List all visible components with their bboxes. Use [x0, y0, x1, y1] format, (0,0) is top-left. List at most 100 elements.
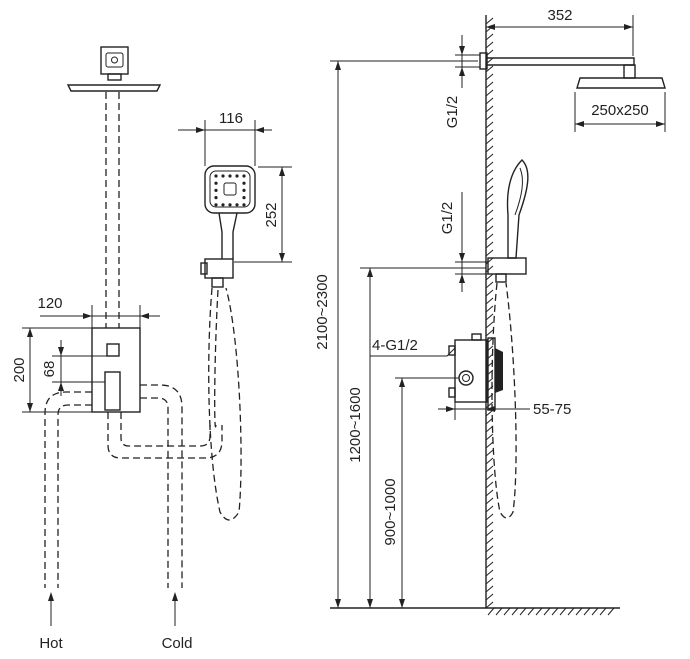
valve-port [448, 387, 456, 398]
ceiling-mount-icon [105, 52, 124, 68]
nozzle-dot [228, 174, 232, 178]
hand-shower-side [506, 159, 529, 259]
nozzle-dot [235, 174, 239, 178]
cold-pipe-outer [140, 384, 183, 588]
front-view: 116 252 120 200 68 Hot Cold [11, 46, 292, 652]
dimension-arrowhead [575, 121, 584, 127]
valve-connections-label: 4-G1/2 [372, 337, 418, 354]
nozzle-dot [242, 174, 246, 178]
nozzle-dot [214, 188, 218, 192]
dimension-arrowhead [58, 347, 64, 356]
valve-floor-height-label: 900~1000 [382, 478, 399, 545]
valve-port [471, 333, 482, 341]
dimension-arrowhead [279, 253, 285, 262]
rain-shower-head [66, 84, 162, 92]
dimension-arrowhead [196, 127, 205, 133]
valve-spacing-label: 68 [41, 361, 58, 378]
valve-port [448, 345, 456, 356]
nozzle-dot [228, 203, 232, 207]
wall-depth-label: 55-75 [533, 401, 571, 418]
nozzle-dot [214, 174, 218, 178]
dimension-arrowhead [27, 403, 33, 412]
nozzle-dot [214, 181, 218, 185]
dimension-arrowhead [459, 253, 465, 262]
hot-pipe-inner [57, 404, 92, 588]
dimension-arrowhead [335, 61, 341, 70]
dimension-arrowhead [279, 167, 285, 176]
arm-length-label: 352 [547, 7, 572, 24]
dimension-arrowhead [367, 599, 373, 608]
head-size-label: 250x250 [591, 102, 649, 119]
wall-flange [479, 52, 488, 70]
holder-bracket [200, 262, 208, 275]
dimension-arrowhead [58, 382, 64, 391]
valve-body-side [454, 339, 488, 403]
side-view: 352 250x250 G1/2 2100~2300 G1/2 1200~160… [314, 7, 666, 616]
hose-inner [214, 289, 219, 428]
dimension-arrowhead [335, 599, 341, 608]
nozzle-dot [242, 188, 246, 192]
rain-shower-head-side [576, 77, 666, 89]
dimension-arrowhead [140, 313, 149, 319]
dimension-arrowhead [27, 328, 33, 337]
outlet-pipe-inner [120, 412, 211, 447]
dimension-arrowhead [486, 24, 495, 30]
ceiling-mount-knob [111, 56, 118, 64]
hand-shower-holder-side [487, 257, 527, 275]
nozzle-dot [242, 196, 246, 200]
wall-hatching [485, 17, 494, 609]
diverter-knob [106, 343, 120, 357]
dimension-arrowhead [48, 592, 54, 601]
hose-connector-side [495, 273, 507, 283]
dimension-arrowhead [459, 67, 465, 76]
hot-label: Hot [39, 635, 63, 652]
dimension-arrowhead [624, 24, 633, 30]
hose-connector [211, 277, 224, 288]
head-height-label: 2100~2300 [314, 274, 331, 350]
dimension-arrowheads [27, 24, 665, 608]
dimension-arrowhead [459, 46, 465, 55]
dimension-arrowhead [255, 127, 264, 133]
handshower-height-label: 252 [263, 202, 280, 227]
cold-pipe-inner [140, 397, 169, 588]
valve-width-label: 120 [37, 295, 62, 312]
hand-shower-center [223, 182, 237, 196]
mixer-valve-body [91, 327, 141, 413]
hand-shower-face [209, 170, 251, 208]
dimension-arrowhead [83, 313, 92, 319]
shower-arm [487, 57, 635, 66]
dimension-arrowhead [459, 274, 465, 283]
valve-lever [495, 348, 503, 393]
valve-connections-leader [370, 347, 456, 357]
floor-hatching [487, 607, 615, 616]
hand-shower-holder [204, 258, 234, 279]
valve-handle [104, 371, 121, 411]
nozzle-dot [221, 203, 225, 207]
dimension-arrowhead [486, 406, 495, 412]
nozzle-dot [235, 203, 239, 207]
dimension-arrowhead [656, 121, 665, 127]
hot-pipe-outer [44, 391, 92, 588]
nozzle-dot [214, 196, 218, 200]
nozzle-grid [214, 174, 246, 207]
valve-cartridge-core [462, 374, 470, 382]
ceiling-mount [100, 46, 129, 75]
dimension-arrowhead [446, 406, 455, 412]
nozzle-dot [242, 203, 246, 207]
dimension-arrowhead [399, 378, 405, 387]
holder-height-label: 1200~1600 [347, 387, 364, 463]
head-connector [623, 64, 636, 79]
cold-label: Cold [162, 635, 193, 652]
top-thread-label: G1/2 [444, 96, 461, 129]
mid-thread-label: G1/2 [439, 202, 456, 235]
valve-height-label: 200 [11, 357, 28, 382]
hand-shower-head [204, 165, 256, 214]
dimension-arrowhead [399, 599, 405, 608]
nozzle-dot [214, 203, 218, 207]
nozzle-dot [221, 174, 225, 178]
dimension-arrowhead [367, 268, 373, 277]
outlet-pipe-outer [107, 412, 223, 459]
valve-cartridge [458, 370, 474, 386]
shower-arm-stem [107, 73, 122, 81]
